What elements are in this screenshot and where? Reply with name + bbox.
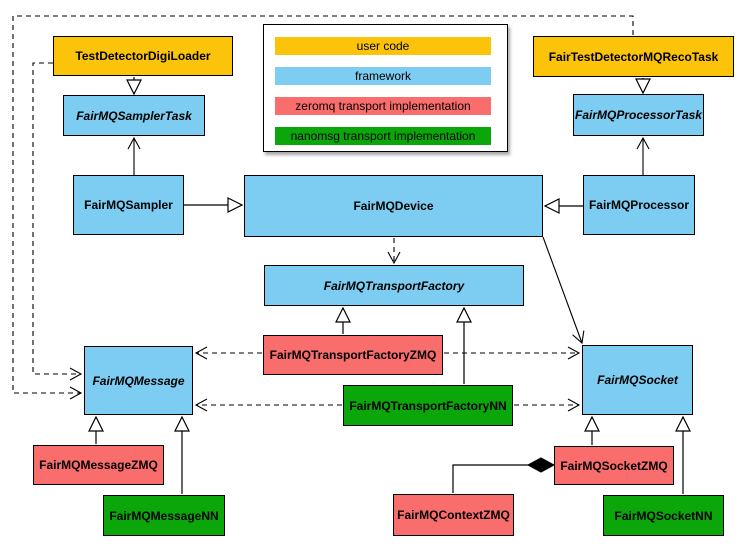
class-box-fairmqprocessortask: FairMQProcessorTask (573, 94, 704, 136)
legend-label: zeromq transport implementation (295, 99, 471, 113)
class-box-fairmqdevice: FairMQDevice (244, 175, 543, 237)
edge-device-socket-association (542, 236, 585, 345)
class-box-fairmqmessage: FairMQMessage (84, 346, 193, 415)
class-box-fairmqmessagezmq: FairMQMessageZMQ (33, 445, 164, 485)
legend-label: user code (356, 39, 410, 53)
class-box-fairmqsocketzmq: FairMQSocketZMQ (554, 446, 674, 485)
class-box-fairmqtransportfactoryzmq: FairMQTransportFactoryZMQ (263, 335, 443, 375)
legend-label: nanomsg transport implementation (290, 129, 476, 143)
legend-item-zeromq: zeromq transport implementation (275, 97, 491, 115)
edge-digiloader-message-dependency (32, 62, 83, 381)
legend: user code framework zeromq transport imp… (263, 24, 508, 152)
class-box-fairmqsampler: FairMQSampler (73, 175, 184, 235)
class-box-fairmqsocketnn: FairMQSocketNN (603, 495, 724, 536)
class-box-fairmqprocessor: FairMQProcessor (583, 175, 695, 235)
class-box-testdetectordigiloader: TestDetectorDigiLoader (53, 36, 233, 76)
legend-label: framework (354, 69, 411, 83)
legend-item-user-code: user code (275, 37, 491, 55)
edge-contextzmq-socketzmq-composition (452, 464, 529, 493)
class-box-fairtestdetectormqrecotask: FairTestDetectorMQRecoTask (533, 36, 734, 77)
legend-item-framework: framework (275, 67, 491, 85)
class-box-fairmqsamplertask: FairMQSamplerTask (63, 95, 205, 136)
class-box-fairmqtransportfactory: FairMQTransportFactory (264, 265, 524, 306)
legend-item-nanomsg: nanomsg transport implementation (275, 127, 491, 145)
class-box-fairmqmessagenn: FairMQMessageNN (103, 495, 225, 536)
edge-recotask-message-dependency (12, 15, 634, 400)
composition-diamond (526, 457, 556, 473)
class-box-fairmqsocket: FairMQSocket (582, 345, 693, 415)
class-box-fairmqtransportfactorynn: FairMQTransportFactoryNN (343, 385, 513, 426)
class-box-fairmqcontextzmq: FairMQContextZMQ (393, 494, 514, 536)
